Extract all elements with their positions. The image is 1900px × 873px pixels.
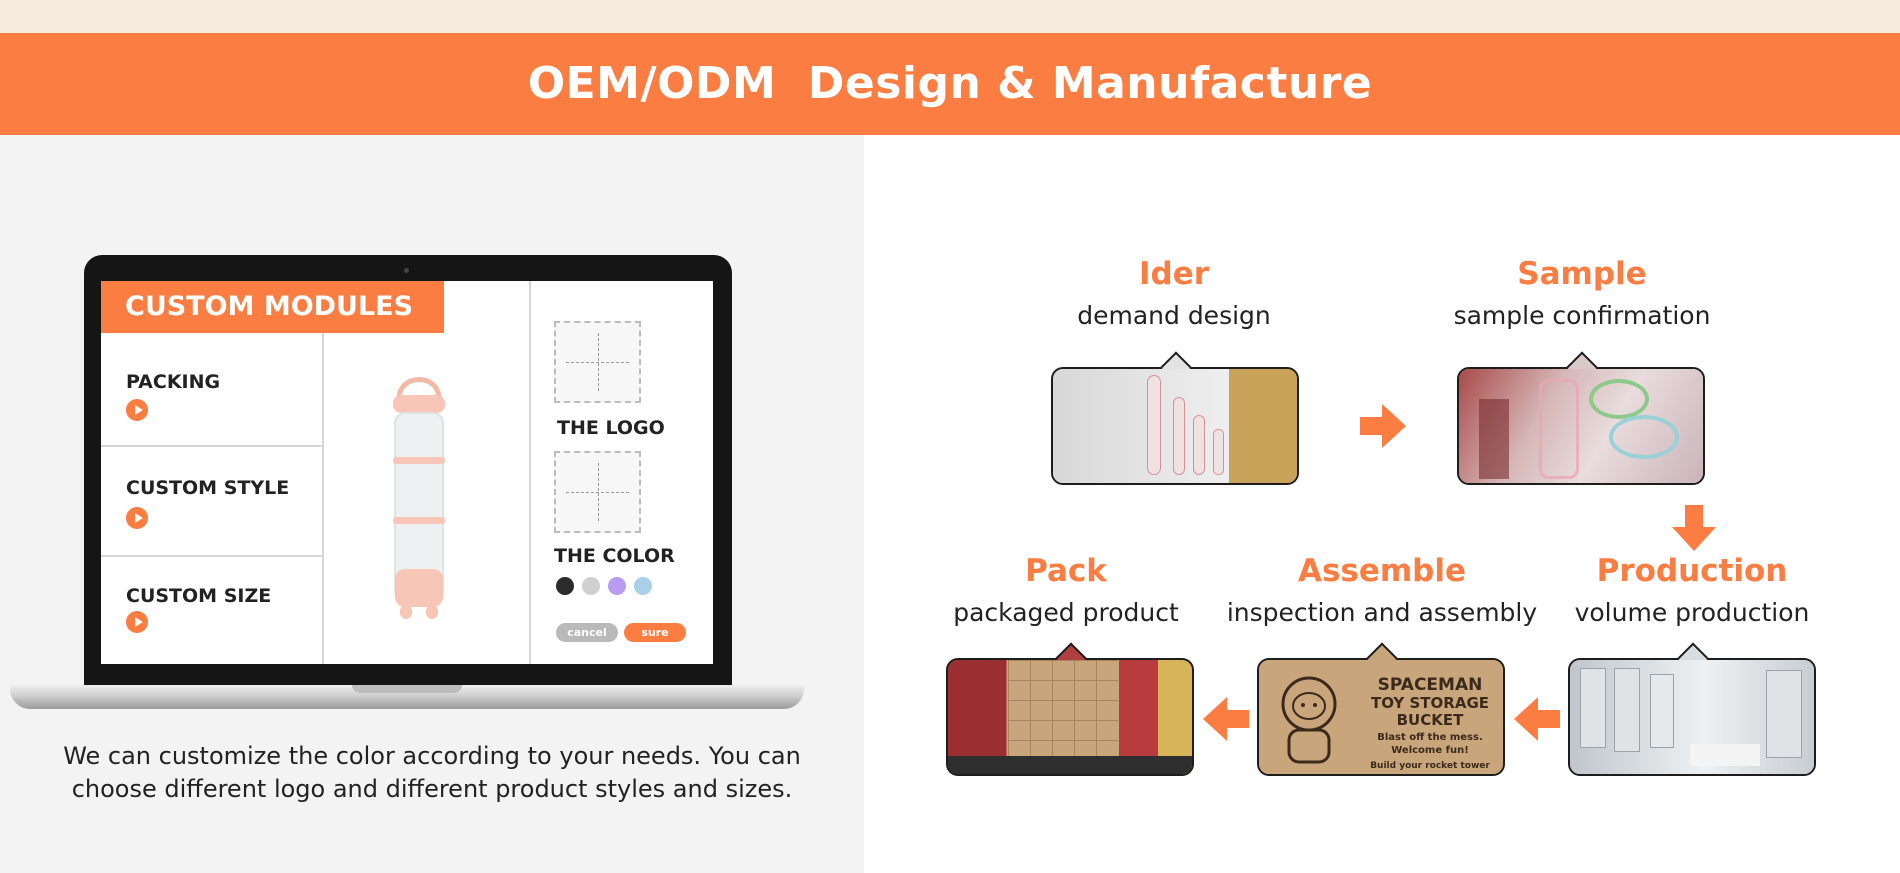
divider (322, 333, 324, 664)
caption-line-1: We can customize the color according to … (63, 742, 801, 770)
laptop-screen: CUSTOM MODULES PACKING CUSTOM STYLE CUST… (101, 281, 713, 664)
module-label: CUSTOM STYLE (126, 477, 290, 499)
step-title-sample: Sample (1517, 256, 1647, 292)
step-title-assemble: Assemble (1297, 553, 1467, 589)
sure-button[interactable]: sure (624, 623, 686, 642)
step-subtitle-assemble: inspection and assembly (1226, 598, 1538, 627)
step-title-production: Production (1596, 553, 1788, 589)
step-subtitle-production: volume production (1574, 598, 1810, 627)
step-subtitle-sample: sample confirmation (1453, 301, 1711, 330)
color-swatch[interactable] (634, 577, 652, 595)
photo-pack (946, 642, 1194, 776)
arrow-left-icon (1203, 697, 1249, 741)
product-illustration (393, 377, 445, 619)
top-strip (0, 0, 1900, 33)
logo-label: THE LOGO (557, 417, 665, 439)
cancel-button[interactable]: cancel (556, 623, 618, 642)
step-title-ider: Ider (1138, 256, 1210, 292)
custom-modules-title: CUSTOM MODULES (101, 281, 444, 333)
color-swatch[interactable] (582, 577, 600, 595)
step-title-pack: Pack (1025, 553, 1107, 589)
arrow-right-icon (1360, 404, 1406, 448)
bucket-tagline-1: Blast off the mess. (1377, 732, 1483, 743)
bucket-tagline-2: Welcome fun! (1391, 745, 1469, 756)
divider (101, 445, 323, 447)
photo-assemble: SPACEMAN TOY STORAGE BUCKET Blast off th… (1257, 642, 1505, 776)
logo-upload-box[interactable] (554, 451, 641, 533)
banner: OEM/ODM Design & Manufacture (0, 33, 1900, 135)
photo-ider (1051, 351, 1299, 485)
divider (101, 555, 323, 557)
bucket-title-line-1: SPACEMAN (1377, 675, 1483, 695)
color-swatch[interactable] (556, 577, 574, 595)
astronaut-icon (1281, 676, 1337, 764)
play-icon[interactable] (126, 611, 148, 633)
module-label: CUSTOM SIZE (126, 585, 272, 607)
webcam-icon (404, 268, 409, 273)
logo-upload-box[interactable] (554, 321, 641, 403)
color-swatch[interactable] (608, 577, 626, 595)
arrow-down-icon (1672, 505, 1716, 551)
arrow-left-icon (1514, 697, 1560, 741)
photo-sample (1457, 351, 1705, 485)
play-icon[interactable] (126, 399, 148, 421)
divider (529, 281, 531, 664)
bucket-title-line-3: BUCKET (1396, 711, 1464, 729)
photo-production (1568, 642, 1816, 776)
step-subtitle-pack: packaged product (953, 598, 1179, 627)
color-label: THE COLOR (554, 545, 675, 567)
bucket-tagline-3: Build your rocket tower (1370, 761, 1490, 771)
play-icon[interactable] (126, 507, 148, 529)
laptop-notch (352, 685, 462, 693)
banner-title: OEM/ODM Design & Manufacture (527, 57, 1373, 109)
module-label: PACKING (126, 371, 221, 393)
bucket-title-line-2: TOY STORAGE (1370, 694, 1490, 712)
step-subtitle-ider: demand design (1077, 301, 1271, 330)
caption-line-2: choose different logo and different prod… (71, 775, 793, 803)
